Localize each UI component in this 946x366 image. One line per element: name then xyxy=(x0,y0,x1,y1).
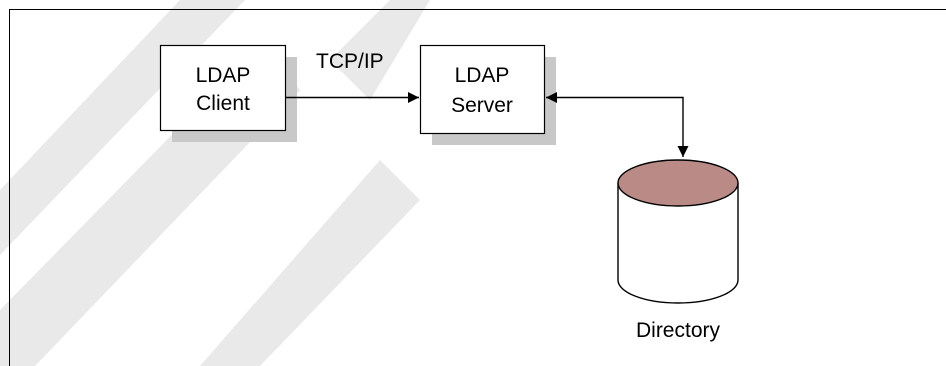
directory-database xyxy=(617,159,739,304)
ldap-client-box xyxy=(159,44,287,132)
directory-label: Directory xyxy=(636,319,721,342)
ldap-client-label-line1: LDAP xyxy=(196,64,251,87)
connection-label: TCP/IP xyxy=(316,50,384,73)
ldap-server-label-line1: LDAP xyxy=(455,64,510,87)
ldap-server-label-line2: Server xyxy=(451,94,513,117)
ldap-client-node: LDAP Client xyxy=(159,44,297,142)
server-to-directory-arrow xyxy=(546,91,689,157)
ldap-client-label-line2: Client xyxy=(196,92,250,115)
database-top xyxy=(617,159,739,207)
ldap-server-box xyxy=(419,44,546,135)
database-body xyxy=(617,183,739,304)
ldap-server-node: LDAP Server xyxy=(419,44,556,145)
